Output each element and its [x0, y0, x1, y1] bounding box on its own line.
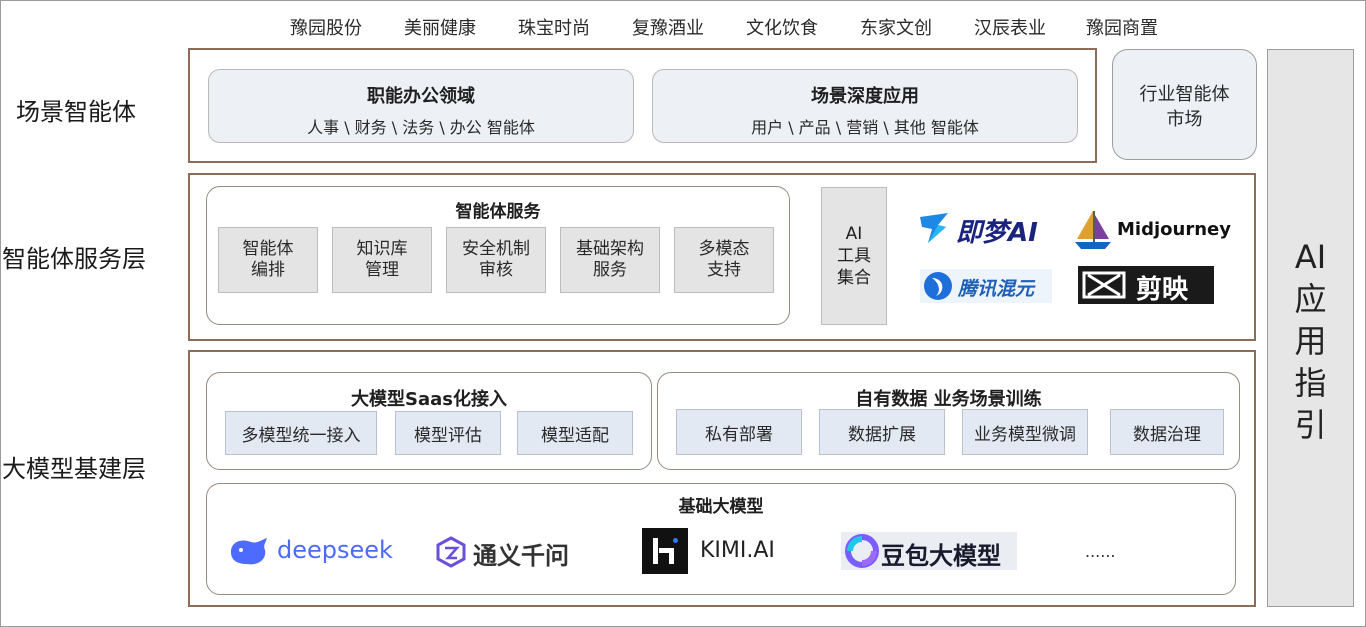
- jimeng-logo: 即梦AI: [918, 209, 1058, 249]
- guide-char: 指: [1294, 364, 1327, 402]
- saas-access-title: 大模型Saas化接入: [351, 389, 507, 410]
- chip-model-finetune: 业务模型微调: [962, 409, 1088, 455]
- foundation-model-panel: 基础大模型 deepseek 通义千问 KIMI.: [206, 483, 1236, 595]
- industry-market-card: 行业智能体 市场: [1112, 49, 1257, 160]
- deepseek-logo: deepseek: [227, 532, 397, 572]
- base-layer-box: 大模型Saas化接入 多模型统一接入 模型评估 模型适配 自有数据 业务场景训练…: [188, 350, 1256, 607]
- company-liquor: 复豫酒业: [632, 18, 704, 39]
- jianying-name: 剪映: [1136, 275, 1189, 305]
- private-data-panel: 自有数据 业务场景训练 私有部署 数据扩展 业务模型微调 数据治理: [657, 372, 1240, 470]
- doubao-name: 豆包大模型: [881, 542, 1001, 570]
- service-item-orchestration: 智能体编排: [218, 227, 318, 293]
- kimi-logo: KIMI.AI: [642, 528, 802, 574]
- chip-data-expansion: 数据扩展: [819, 409, 945, 455]
- more-models-ellipsis: ......: [1085, 542, 1116, 561]
- private-data-title: 自有数据 业务场景训练: [855, 389, 1042, 410]
- service-item-line: 服务: [593, 260, 627, 280]
- chip-model-evaluation: 模型评估: [395, 411, 501, 455]
- saas-access-panel: 大模型Saas化接入 多模型统一接入 模型评估 模型适配: [206, 372, 652, 470]
- company-culture: 东家文创: [860, 18, 932, 39]
- foundation-model-title: 基础大模型: [678, 497, 764, 517]
- industry-market-line1: 行业智能体: [1139, 84, 1230, 105]
- service-item-line: 基础架构: [576, 239, 644, 259]
- industry-market-line2: 市场: [1166, 109, 1203, 130]
- sailboat-icon: [1075, 211, 1111, 249]
- hunyuan-logo: 腾讯混元: [920, 269, 1052, 303]
- service-item-line: 编排: [251, 260, 285, 280]
- jianying-logo: 剪映: [1078, 266, 1214, 305]
- midjourney-name: Midjourney: [1117, 219, 1231, 240]
- layer-label-base: 大模型基建层: [2, 455, 146, 483]
- layer-label-service: 智能体服务层: [2, 245, 146, 273]
- functional-domain-subtitle: 人事 \ 财务 \ 法务 \ 办公 智能体: [307, 118, 535, 137]
- service-item-line: 支持: [707, 260, 741, 280]
- scene-application-title: 场景深度应用: [811, 86, 919, 107]
- company-jewelry: 珠宝时尚: [518, 18, 590, 39]
- scene-layer-box: 职能办公领域 人事 \ 财务 \ 法务 \ 办公 智能体 场景深度应用 用户 \…: [188, 48, 1097, 163]
- guide-char: 用: [1294, 322, 1327, 360]
- service-item-knowledge: 知识库管理: [332, 227, 432, 293]
- hunyuan-name: 腾讯混元: [958, 278, 1035, 300]
- kimi-icon: [642, 528, 688, 574]
- company-food: 文化饮食: [746, 18, 818, 39]
- deepseek-name: deepseek: [277, 536, 393, 564]
- chip-private-deploy: 私有部署: [676, 409, 802, 455]
- service-item-line: 安全机制: [462, 239, 530, 259]
- chip-data-governance: 数据治理: [1110, 409, 1224, 455]
- scene-application-subtitle: 用户 \ 产品 \ 营销 \ 其他 智能体: [751, 118, 979, 137]
- jianying-icon: [1082, 271, 1126, 299]
- guide-char: 引: [1294, 406, 1327, 444]
- ai-tools-line: 工具: [837, 246, 871, 266]
- chip-unified-access: 多模型统一接入: [225, 411, 377, 455]
- ai-tools-line: AI: [845, 224, 863, 244]
- kimi-name: KIMI.AI: [700, 538, 775, 563]
- service-item-line: 智能体: [242, 239, 294, 259]
- jimeng-icon: [920, 213, 948, 243]
- chip-model-adaptation: 模型适配: [517, 411, 633, 455]
- whale-icon: [231, 538, 267, 565]
- functional-domain-title: 职能办公领域: [367, 86, 475, 107]
- company-yuyuan: 豫园股份: [290, 18, 362, 39]
- agent-service-panel: 智能体服务 智能体编排 知识库管理 安全机制审核 基础架构服务 多模态支持: [206, 186, 790, 325]
- service-item-line: 多模态: [698, 239, 750, 259]
- service-item-line: 管理: [365, 260, 399, 280]
- tongyi-name: 通义千问: [473, 542, 569, 570]
- ai-tools-line: 集合: [837, 268, 871, 288]
- jimeng-name: 即梦AI: [956, 218, 1038, 248]
- service-item-multimodal: 多模态支持: [674, 227, 774, 293]
- hunyuan-icon: [924, 272, 952, 300]
- functional-domain-card: 职能办公领域 人事 \ 财务 \ 法务 \ 办公 智能体: [208, 69, 634, 143]
- service-layer-box: 智能体服务 智能体编排 知识库管理 安全机制审核 基础架构服务 多模态支持 AI…: [188, 173, 1256, 341]
- company-realestate: 豫园商置: [1086, 18, 1158, 39]
- ai-tools-collection: AI 工具 集合: [821, 187, 887, 325]
- tongyi-icon: [436, 536, 466, 568]
- doubao-logo: 豆包大模型: [841, 532, 1017, 570]
- tongyi-logo: 通义千问: [435, 534, 595, 574]
- scene-application-card: 场景深度应用 用户 \ 产品 \ 营销 \ 其他 智能体: [652, 69, 1078, 143]
- service-item-line: 知识库: [356, 239, 408, 259]
- doubao-icon: [845, 534, 879, 568]
- service-item-infrastructure: 基础架构服务: [560, 227, 660, 293]
- guide-char: AI: [1294, 238, 1327, 276]
- ai-application-guide: AI 应 用 指 引: [1267, 49, 1354, 607]
- service-item-line: 审核: [479, 260, 513, 280]
- agent-service-title: 智能体服务: [455, 202, 541, 222]
- company-beauty: 美丽健康: [404, 18, 476, 39]
- guide-char: 应: [1294, 280, 1327, 318]
- company-watch: 汉辰表业: [974, 18, 1046, 39]
- service-item-security: 安全机制审核: [446, 227, 546, 293]
- layer-label-scene: 场景智能体: [16, 98, 136, 126]
- midjourney-logo: Midjourney: [1073, 209, 1233, 253]
